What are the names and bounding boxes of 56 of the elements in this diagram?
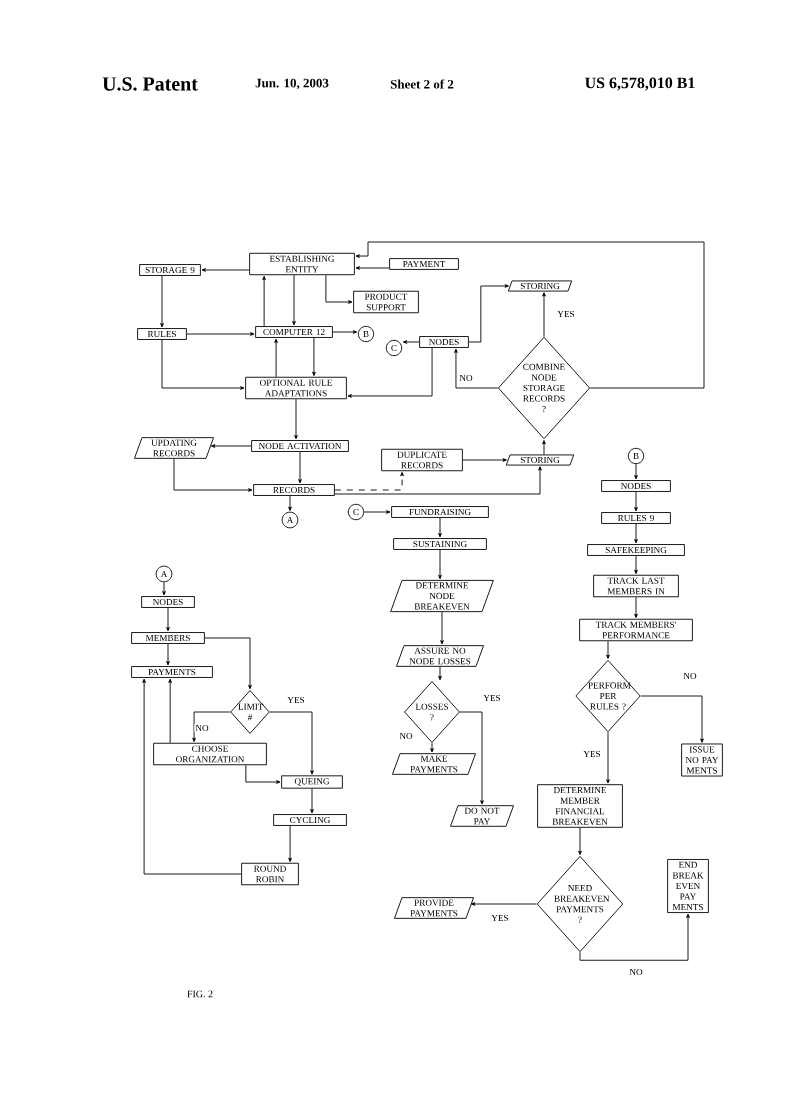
arrow xyxy=(634,555,638,575)
arrow xyxy=(634,596,638,619)
arrow xyxy=(274,338,278,378)
arrow xyxy=(579,913,690,961)
arrow xyxy=(166,643,170,666)
arrow xyxy=(310,788,314,814)
arrow xyxy=(173,458,253,492)
arrow xyxy=(211,444,252,448)
arrow xyxy=(402,340,420,344)
arrow xyxy=(204,637,252,690)
arrow xyxy=(355,241,705,389)
arrow xyxy=(454,348,499,389)
arrow xyxy=(363,510,391,514)
arrow xyxy=(162,581,166,596)
arrow xyxy=(462,458,507,462)
arrow xyxy=(161,339,245,390)
arrow xyxy=(192,711,231,743)
arrow xyxy=(166,607,170,632)
arrow xyxy=(438,666,442,681)
arrow xyxy=(294,398,298,440)
arrow xyxy=(298,451,302,484)
arrow xyxy=(201,268,250,272)
arrow xyxy=(245,764,281,784)
arrow xyxy=(332,330,358,334)
arrow xyxy=(634,523,638,544)
arrow xyxy=(312,337,316,377)
arrow xyxy=(606,731,610,784)
arrow xyxy=(440,611,444,645)
arrow xyxy=(438,549,442,580)
arrow xyxy=(459,711,484,805)
arrow xyxy=(542,292,546,338)
arrow xyxy=(578,827,582,855)
arrow xyxy=(262,275,266,327)
arrow xyxy=(292,274,296,326)
arrow xyxy=(542,440,546,455)
arrow xyxy=(288,825,292,863)
arrow xyxy=(347,347,433,398)
arrow xyxy=(186,332,255,336)
header-text: U.S. Patent xyxy=(102,77,198,91)
arrow xyxy=(288,495,292,511)
arrow xyxy=(142,678,242,875)
arrow xyxy=(640,695,704,743)
arrow xyxy=(160,275,164,328)
arrow xyxy=(634,463,638,480)
arrow xyxy=(355,266,390,270)
arrow xyxy=(471,902,537,906)
arrow xyxy=(334,466,542,495)
arrow xyxy=(468,284,509,343)
arrow xyxy=(168,678,172,744)
arrow xyxy=(334,471,404,491)
arrow xyxy=(438,517,442,538)
arrow xyxy=(606,640,610,659)
arrow xyxy=(325,274,353,304)
arrow xyxy=(430,742,434,753)
arrow xyxy=(634,491,638,512)
arrow xyxy=(269,711,314,775)
